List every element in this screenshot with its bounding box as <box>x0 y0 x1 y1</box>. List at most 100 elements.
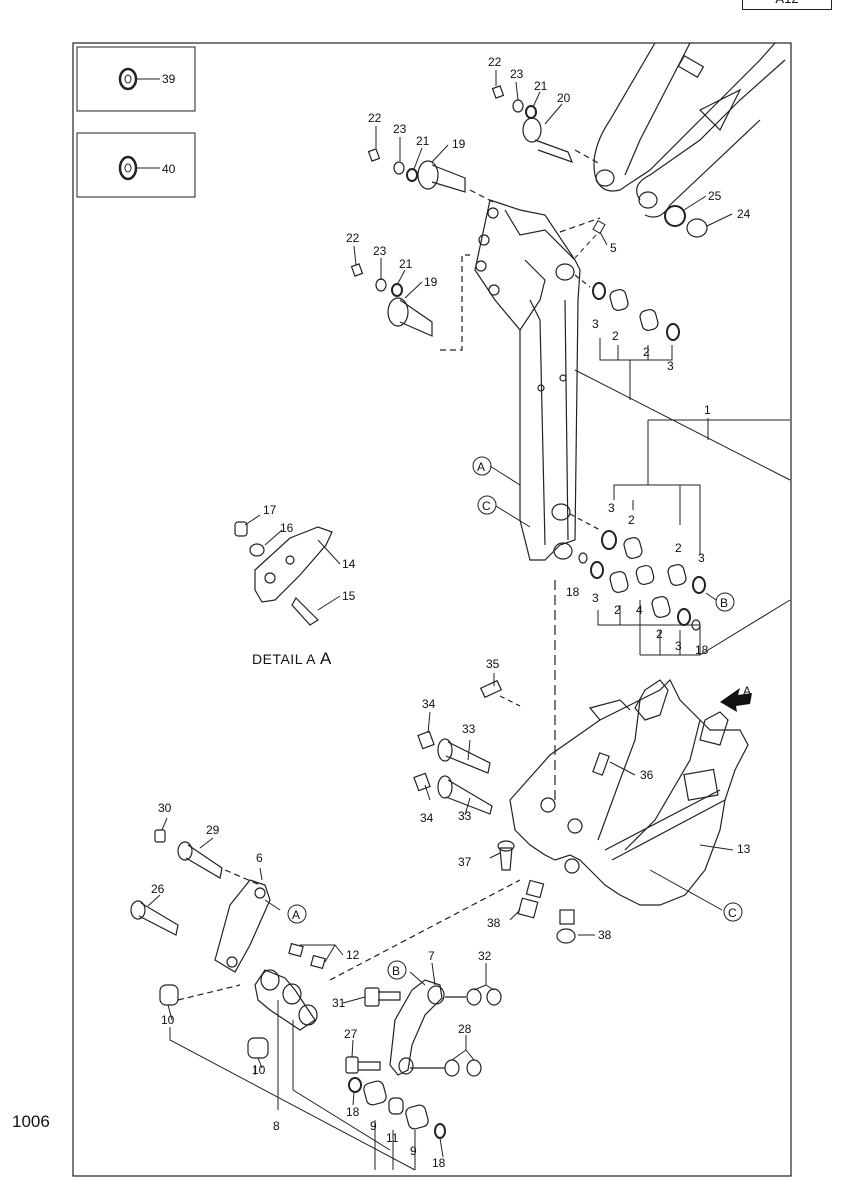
callout-4: 4 <box>636 603 643 617</box>
svg-text:B: B <box>392 964 400 978</box>
svg-text:C: C <box>482 499 491 513</box>
callout-11: 11 <box>386 1131 399 1145</box>
callout-25: 25 <box>708 189 722 203</box>
link-assembly <box>130 829 521 1059</box>
callout-17: 17 <box>263 503 277 517</box>
callout-19: 19 <box>452 137 466 151</box>
assembly-bracket-1 <box>574 338 791 656</box>
drawing-frame <box>72 42 792 1177</box>
callout-34: 34 <box>422 697 436 711</box>
callout-2: 2 <box>628 513 635 527</box>
callout-10: 10 <box>161 1013 175 1027</box>
arm <box>474 199 581 561</box>
detail-circle-letter: A <box>320 649 332 668</box>
callout-33: 33 <box>458 809 472 823</box>
callout-16: 16 <box>280 521 294 535</box>
callout-2: 2 <box>643 345 650 359</box>
callout-9: 9 <box>370 1119 377 1133</box>
inset-label-39: 39 <box>162 72 176 86</box>
detail-a-label: DETAIL A <box>252 651 316 667</box>
callout-2: 2 <box>656 627 663 641</box>
bushing-set-top <box>574 274 680 341</box>
callout-22: 22 <box>488 55 502 69</box>
callout-31: 31 <box>332 996 346 1010</box>
boom-end <box>593 42 786 218</box>
callout-26: 26 <box>151 882 165 896</box>
callout-6: 6 <box>256 851 263 865</box>
callout-14: 14 <box>342 557 356 571</box>
view-arrow-label: A <box>743 684 751 698</box>
callout-29: 29 <box>206 823 220 837</box>
circle-letter-C-bucket: C <box>723 902 743 922</box>
callout-10: 10 <box>252 1063 266 1077</box>
callout-numbers: 22 23 21 20 22 23 21 19 25 24 5 22 23 21… <box>151 55 751 1170</box>
bushing-set-lower <box>569 513 706 631</box>
callout-3: 3 <box>592 317 599 331</box>
callout-2: 2 <box>612 329 619 343</box>
link-7 <box>345 979 502 1139</box>
svg-text:B: B <box>720 596 728 610</box>
callout-3: 3 <box>592 591 599 605</box>
bushing-nut-24-25 <box>559 205 708 238</box>
inset-label-40: 40 <box>162 162 176 176</box>
callout-18: 18 <box>432 1156 446 1170</box>
callout-30: 30 <box>158 801 172 815</box>
bucket-pins <box>413 580 610 944</box>
callout-28: 28 <box>458 1022 472 1036</box>
callout-34: 34 <box>420 811 434 825</box>
grease-fitting-5 <box>574 219 606 259</box>
callout-21: 21 <box>534 79 548 93</box>
callout-3: 3 <box>667 359 674 373</box>
callout-8: 8 <box>273 1119 280 1133</box>
callout-2: 2 <box>675 541 682 555</box>
callout-23: 23 <box>373 244 387 258</box>
svg-text:A: A <box>477 460 485 474</box>
side-cutter-detail <box>234 521 333 626</box>
callout-21: 21 <box>416 134 430 148</box>
circle-letter-A-link: A <box>287 904 307 924</box>
pin-assembly-20 <box>491 85 601 165</box>
callout-15: 15 <box>342 589 356 603</box>
callout-32: 32 <box>478 949 492 963</box>
bucket <box>509 678 749 906</box>
callout-3: 3 <box>608 501 615 515</box>
callout-35: 35 <box>486 657 500 671</box>
callout-12: 12 <box>346 948 360 962</box>
leader-lines <box>147 70 734 1158</box>
callout-18: 18 <box>695 643 709 657</box>
pin-assembly-19-upper <box>367 148 496 204</box>
callout-22: 22 <box>368 111 382 125</box>
callout-20: 20 <box>557 91 571 105</box>
callout-36: 36 <box>640 768 654 782</box>
svg-text:C: C <box>728 906 737 920</box>
callout-5: 5 <box>610 241 617 255</box>
callout-23: 23 <box>393 122 407 136</box>
callout-27: 27 <box>344 1027 358 1041</box>
circle-letter-B-bushing: B <box>715 592 735 612</box>
callout-24: 24 <box>737 207 751 221</box>
view-arrow-a <box>720 688 752 712</box>
pin-assembly-19-lower <box>350 254 470 351</box>
callout-23: 23 <box>510 67 524 81</box>
inset-box-40: 40 <box>76 132 196 198</box>
callout-18: 18 <box>346 1105 360 1119</box>
callout-1: 1 <box>704 403 711 417</box>
callout-33: 33 <box>462 722 476 736</box>
callout-3: 3 <box>675 639 682 653</box>
callout-37: 37 <box>458 855 472 869</box>
svg-text:A: A <box>292 908 300 922</box>
callout-21: 21 <box>399 257 413 271</box>
washer-icon <box>118 67 138 91</box>
page-corner-box: A12 <box>742 0 832 10</box>
callout-3: 3 <box>698 551 705 565</box>
inset-box-39: 39 <box>76 46 196 112</box>
link-bracket-8-9 <box>169 1000 416 1171</box>
callout-18: 18 <box>566 585 580 599</box>
page-number: 1006 <box>12 1112 50 1131</box>
circle-letter-A-arm: A <box>472 456 492 476</box>
callout-38: 38 <box>487 916 501 930</box>
callout-2: 2 <box>614 603 621 617</box>
circle-letter-C-arm: C <box>477 495 497 515</box>
